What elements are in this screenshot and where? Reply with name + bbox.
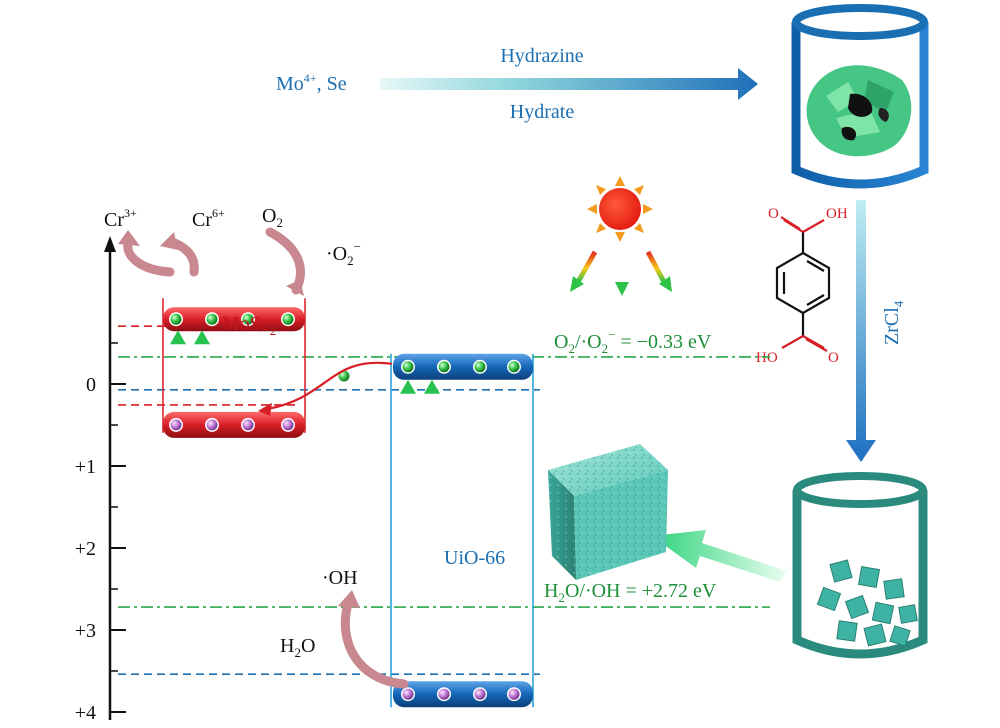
reaction-arrows: [118, 227, 409, 689]
o2-to-superoxide-arrow: [265, 227, 305, 295]
uio66-electron: [402, 361, 414, 373]
mose2-electron: [242, 313, 254, 325]
band-diagram: [118, 298, 770, 708]
acid-o-top: O: [768, 206, 779, 222]
charge-transfer-arrowhead: [258, 402, 272, 416]
hydrazine-label: Hydrazine: [500, 45, 583, 67]
uio66-hole: [402, 688, 414, 700]
zrcl4-label: ZrCl4: [881, 300, 906, 345]
mose2-hole: [206, 419, 218, 431]
o2-label: O2: [262, 205, 283, 230]
synthesis-arrow: [380, 68, 758, 100]
beaker-mose2-icon: [791, 4, 929, 189]
acid-o-bottom: O: [828, 350, 839, 366]
mose2-cb-bar: [163, 307, 305, 332]
water-to-hydroxyl-arrow-head: [338, 590, 360, 608]
hydrate-label: Hydrate: [510, 101, 575, 123]
mose2-excite-1-head: [170, 330, 186, 345]
mose2-electron: [282, 313, 294, 325]
water-label: H2O: [280, 635, 315, 660]
mose2-electron: [206, 313, 218, 325]
mose2-excite-2-head: [194, 330, 210, 345]
axis-tick-label: 0: [86, 374, 96, 396]
cr6-label: Cr6+: [192, 206, 225, 231]
uio66-excite-1-head: [400, 379, 416, 394]
mose2-vb-bar: [163, 411, 305, 438]
axis-tick-label: +3: [75, 620, 96, 642]
cr3-label: Cr3+: [104, 206, 137, 231]
uio66-cb-bar: [393, 353, 533, 380]
transfer-electron: [338, 370, 350, 382]
mose2-label: MoSe2: [222, 313, 276, 338]
mose2-hole: [282, 419, 294, 431]
product-arrow: [652, 530, 790, 582]
acid-oh-top: OH: [826, 206, 848, 222]
axis-tick-label: +2: [75, 538, 96, 560]
oh-redox-label: H2O/·OH = +2.72 eV: [544, 580, 717, 605]
beaker-uio66-icon: [792, 472, 928, 659]
cr6-to-cr3-arrow-head: [118, 230, 140, 246]
uio66-electron: [438, 361, 450, 373]
uio66-electron: [508, 361, 520, 373]
terephthalic-acid-structure: [775, 216, 831, 352]
uio66-hole: [438, 688, 450, 700]
sun-icon: [587, 176, 653, 242]
axis-arrowhead: [104, 236, 116, 252]
o2-to-superoxide-arrow-head: [286, 280, 304, 296]
mose2-electron: [170, 313, 182, 325]
cr6-reduction-arrow-head: [160, 232, 178, 250]
uio66-excite-2-head: [424, 379, 440, 394]
uio66-hole: [508, 688, 520, 700]
zrcl4-arrow: [846, 200, 876, 462]
mose2-hole: [242, 419, 254, 431]
water-to-hydroxyl-arrow: [340, 599, 409, 689]
cr6-to-cr3-arrow: [123, 239, 175, 277]
light-ray-heads: [570, 276, 672, 296]
acid-ho-bottom: HO: [756, 350, 778, 366]
uio66-label: UiO-66: [444, 547, 505, 569]
energy-axis: 0 +1 +2 +3 +4: [75, 236, 126, 724]
light-rays-icon: [575, 250, 667, 286]
uio66-electron: [474, 361, 486, 373]
uio66-vb-bar: [393, 681, 533, 708]
axis-tick-label: +4: [75, 702, 96, 724]
precursor-label: Mo4+, Se: [276, 71, 347, 95]
superoxide-label: ·O2−: [326, 239, 361, 268]
charge-transfer-arrow: [267, 361, 393, 410]
axis-tick-label: +1: [75, 456, 96, 478]
uio66-hole: [474, 688, 486, 700]
mose2-hole: [170, 419, 182, 431]
hydroxyl-label: ·OH: [322, 567, 358, 589]
o2-redox-label: O2/·O2− = −0.33 eV: [554, 327, 712, 356]
uio66-cube-icon: [548, 444, 668, 580]
